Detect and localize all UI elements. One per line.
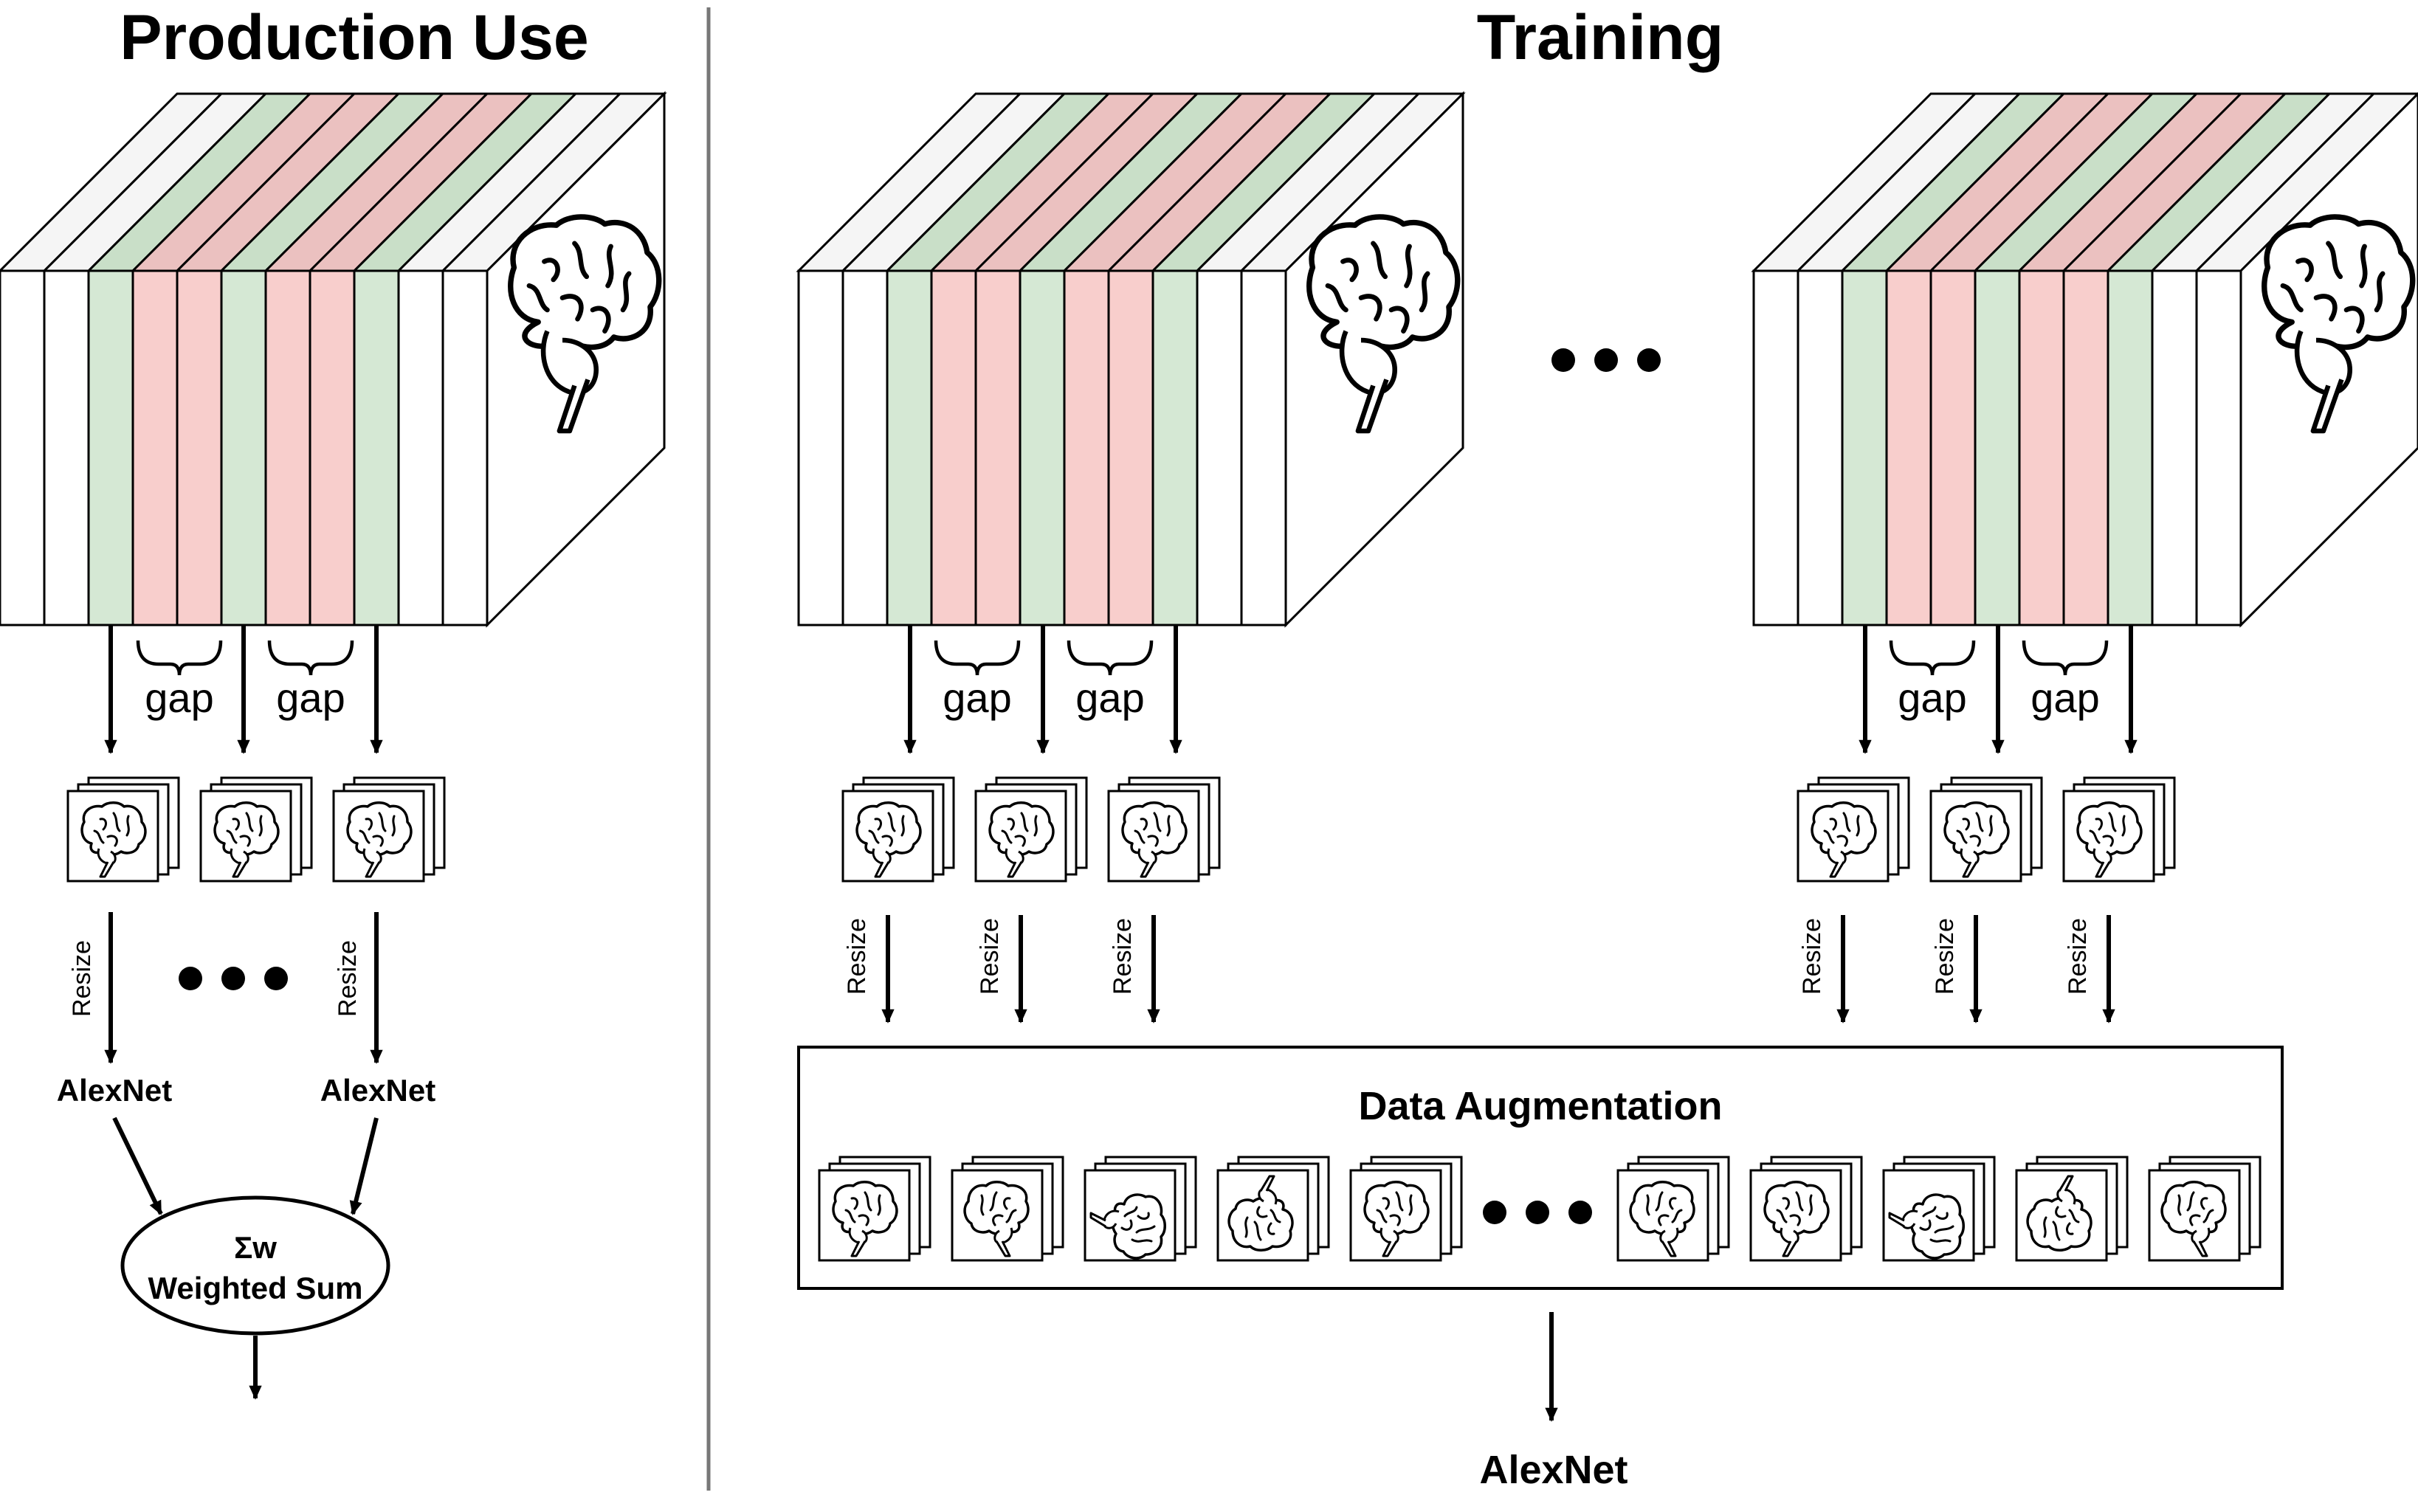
- brain-slice-stack-icon: [201, 778, 311, 881]
- weighted-sum-label: Weighted Sum: [148, 1271, 363, 1305]
- brain-slice-stack-icon: [1218, 1157, 1329, 1260]
- production-resize-label: Resize: [334, 940, 362, 1017]
- volume-front-slice: [397, 269, 444, 626]
- ellipsis-dots-icon: [1483, 1201, 1592, 1224]
- volume-front-slice: [1752, 269, 1799, 626]
- volume-front-slice: [1196, 269, 1243, 626]
- training-gap-label: gap: [943, 674, 1011, 721]
- volume-front-slice: [1151, 269, 1199, 626]
- brain-slice-stack-icon: [843, 778, 954, 881]
- volume-front-slice: [309, 269, 356, 626]
- volume-front-slice: [1107, 269, 1154, 626]
- volume-front-slice: [2107, 269, 2154, 626]
- volume-front-slice: [2151, 269, 2198, 626]
- training-gap-label: gap: [1898, 674, 1966, 721]
- volume-front-slice: [1974, 269, 2021, 626]
- production-gap-label: gap: [276, 674, 345, 721]
- brain-slice-stack-icon: [1618, 1157, 1729, 1260]
- brain-slice-stack-icon: [976, 778, 1086, 881]
- training-gap-brace: [934, 640, 2109, 676]
- volume-front-slice: [441, 269, 489, 626]
- brain-slice-stack-icon: [1931, 778, 2042, 881]
- volume-front-slice: [841, 269, 889, 626]
- production-alexnet-label: AlexNet: [57, 1073, 172, 1108]
- training-resize-label: Resize: [1931, 918, 1959, 995]
- training-resize-label: Resize: [1798, 918, 1826, 995]
- volume-front-slice: [0, 269, 46, 626]
- training-title: Training: [1477, 2, 1723, 73]
- training-gap-label: gap: [1075, 674, 1144, 721]
- data-augmentation-title: Data Augmentation: [1358, 1084, 1722, 1128]
- production-gap-brace: [136, 640, 354, 676]
- production-title: Production Use: [120, 2, 589, 73]
- volume-front-slice: [886, 269, 933, 626]
- brain-slice-stack-icon: [2016, 1157, 2127, 1260]
- brain-slice-stack-icon: [2064, 778, 2174, 881]
- volume-front-slice: [1019, 269, 1066, 626]
- brain-slice-stack-icon: [819, 1157, 930, 1260]
- ellipsis-dots-icon: [1551, 348, 1661, 372]
- volume-front-slice: [43, 269, 90, 626]
- training-gap-label: gap: [2031, 674, 2099, 721]
- training-alexnet-label: AlexNet: [1479, 1448, 1628, 1492]
- brain-slice-stack-icon: [1109, 778, 1219, 881]
- volume-front-slice: [220, 269, 267, 626]
- volume-front-slice: [353, 269, 400, 626]
- training-mri-volume-first: [796, 91, 1466, 628]
- production-resize-arrows: [104, 912, 383, 1064]
- brain-slice-stack-icon: [68, 778, 179, 881]
- volume-front-slice: [2062, 269, 2109, 626]
- training-resize-label: Resize: [843, 918, 871, 995]
- volume-front-slice: [2018, 269, 2065, 626]
- training-resize-label: Resize: [2064, 918, 2092, 995]
- weighted-sum-symbol: Σw: [234, 1230, 277, 1265]
- volume-front-slice: [87, 269, 134, 626]
- volume-front-slice: [1797, 269, 1844, 626]
- production-slice-arrows: [104, 626, 383, 754]
- training-mri-volume-last: [1751, 92, 2418, 628]
- training-resize-label: Resize: [976, 918, 1004, 995]
- production-gap-label: gap: [145, 674, 213, 721]
- volume-front-slice: [1929, 269, 1977, 626]
- volume-front-slice: [797, 269, 844, 626]
- production-resize-label: Resize: [68, 940, 96, 1017]
- training-slice-arrows: [903, 626, 2138, 754]
- production-sum-arrows: [112, 1116, 379, 1400]
- volume-front-slice: [974, 269, 1022, 626]
- brain-slice-stack-icon: [1751, 1157, 1861, 1260]
- brain-slice-stack-icon: [1085, 1157, 1196, 1260]
- volume-front-slice: [2195, 269, 2242, 626]
- brain-slice-stack-icon: [952, 1157, 1063, 1260]
- volume-front-slice: [1885, 269, 1932, 626]
- weighted-sum-node: [120, 1195, 390, 1336]
- volume-front-slice: [176, 269, 223, 626]
- brain-slice-stack-icon: [2149, 1157, 2260, 1260]
- volume-front-slice: [1841, 269, 1888, 626]
- volume-front-slice: [1240, 269, 1287, 626]
- production-alexnet-label: AlexNet: [320, 1073, 435, 1108]
- brain-slice-stack-icon: [1798, 778, 1909, 881]
- volume-front-slice: [930, 269, 977, 626]
- production-mri-volume: [0, 91, 667, 628]
- ellipsis-dots-icon: [179, 967, 288, 990]
- volume-front-slice: [131, 269, 179, 626]
- brain-slice-stack-icon: [1884, 1157, 1994, 1260]
- volume-front-slice: [264, 269, 311, 626]
- volume-front-slice: [1063, 269, 1110, 626]
- brain-slice-stack-icon: [1351, 1157, 1461, 1260]
- training-resize-label: Resize: [1109, 918, 1137, 995]
- training-resize-arrows: [881, 915, 2115, 1023]
- brain-slice-stack-icon: [334, 778, 444, 881]
